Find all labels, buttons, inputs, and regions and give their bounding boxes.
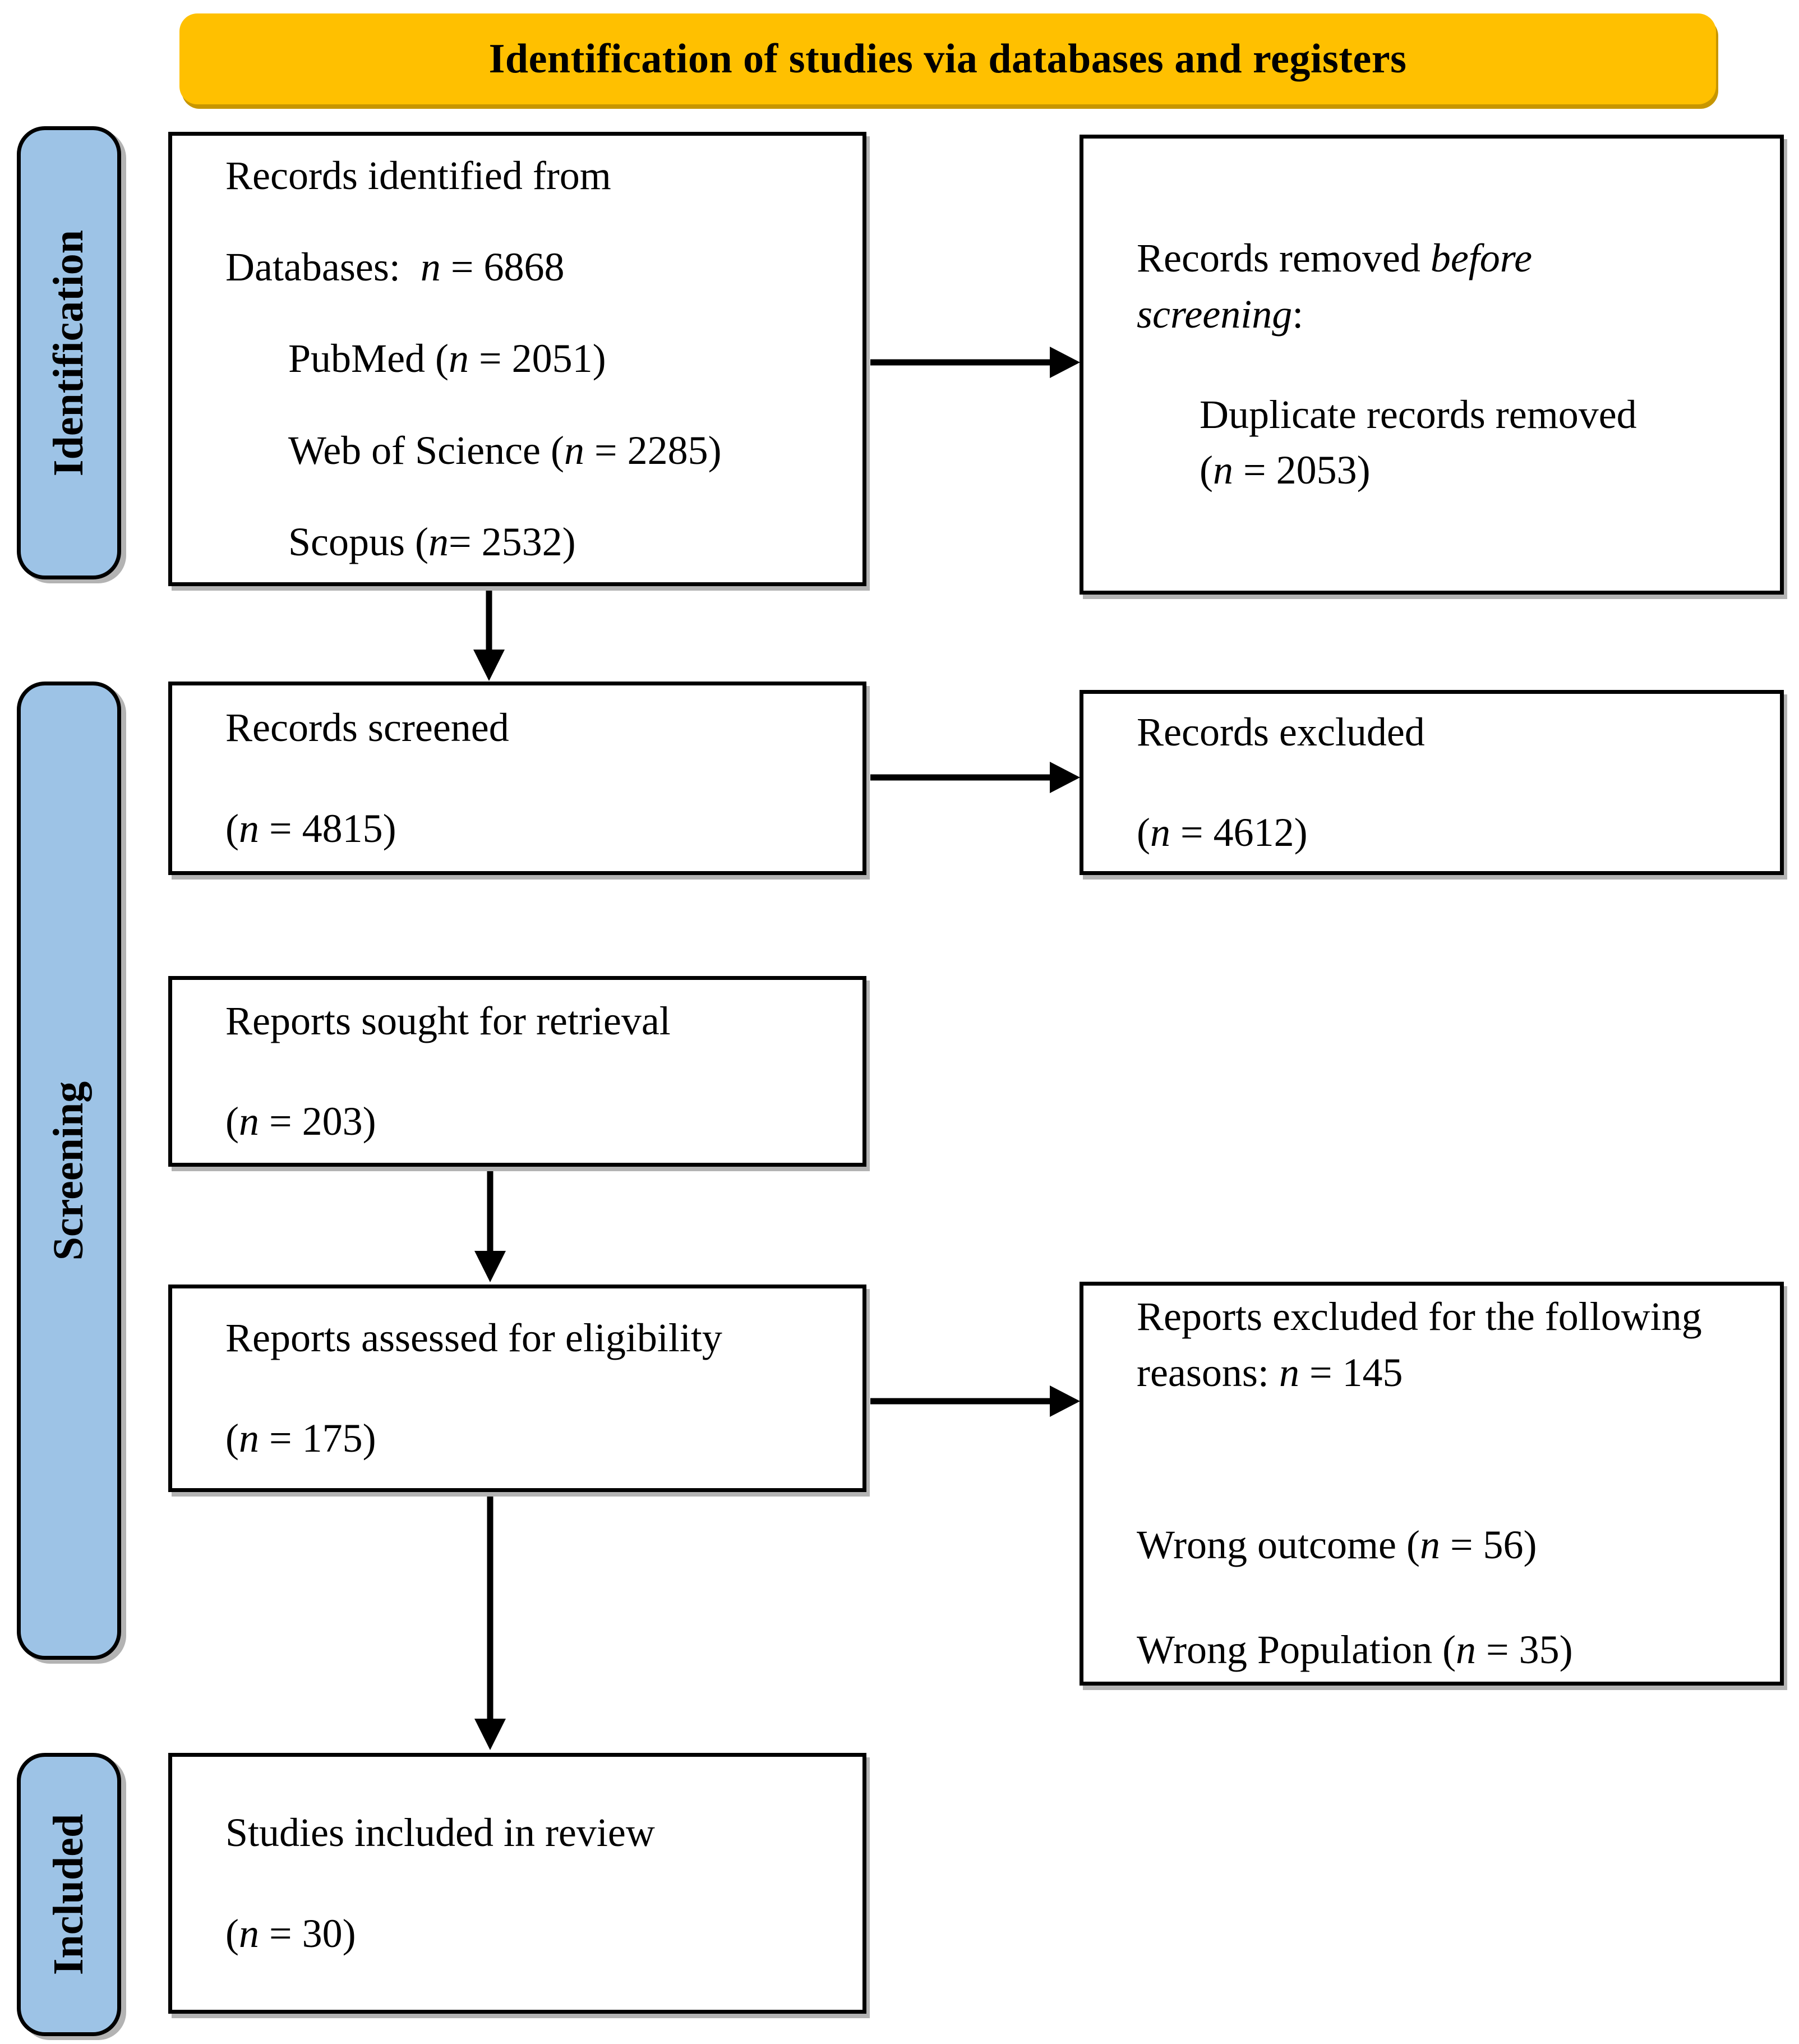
arrow-screened-to-excluded	[870, 762, 1080, 793]
stage-label-identification: Identification	[17, 126, 121, 579]
arrow-identified-to-removed	[870, 347, 1080, 378]
text-line: Wrong Population (n = 35)	[1137, 1627, 1573, 1673]
box-reports-sought-for-retrieval: Reports sought for retrieval (n = 203)	[168, 976, 866, 1167]
stage-label-included-text: Included	[45, 1813, 93, 1976]
text-line: Wrong outcome (n = 56)	[1137, 1522, 1537, 1567]
box-studies-included-in-review: Studies included in review (n = 30)	[168, 1753, 866, 2014]
text-line: (n = 4815)	[225, 805, 396, 851]
stage-label-screening: Screening	[17, 682, 121, 1660]
arrow-assessed-to-included	[474, 1492, 506, 1750]
text-line: Reports excluded for the following reaso…	[1137, 1294, 1702, 1395]
text-line: (n = 4612)	[1137, 810, 1308, 855]
text-line: Reports sought for retrieval	[225, 998, 671, 1043]
stage-label-identification-text: Identification	[45, 229, 93, 476]
arrow-identified-to-screened	[473, 589, 505, 681]
text-line: (n = 175)	[225, 1416, 376, 1461]
text-line: Databases: n = 6868	[225, 244, 565, 289]
text-line: Records screened	[225, 705, 509, 751]
header-banner: Identification of studies via databases …	[179, 13, 1716, 104]
text-line: Reports assessed for eligibility	[225, 1315, 722, 1360]
box-reports-excluded-reasons: Reports excluded for the following reaso…	[1080, 1282, 1784, 1686]
box-records-removed-before-screening: Records removed before screening: Duplica…	[1080, 135, 1784, 595]
text-line: Scopus (n= 2532)	[288, 519, 576, 565]
stage-label-included: Included	[17, 1753, 121, 2036]
box-reports-assessed-for-eligibility: Reports assessed for eligibility (n = 175…	[168, 1285, 866, 1492]
arrow-assessed-to-reports-excluded	[870, 1385, 1080, 1417]
text-line: PubMed (n = 2051)	[288, 336, 606, 381]
stage-label-screening-text: Screening	[45, 1081, 93, 1260]
arrow-sought-to-assessed	[474, 1167, 506, 1282]
text-line: Records removed before screening:	[1137, 236, 1533, 337]
text-line: Records identified from	[225, 153, 611, 198]
box-records-screened: Records screened (n = 4815)	[168, 682, 866, 875]
box-records-excluded: Records excluded (n = 4612)	[1080, 690, 1784, 875]
text-line: Web of Science (n = 2285)	[288, 427, 722, 473]
text-line: Records excluded	[1137, 709, 1425, 754]
header-banner-label: Identification of studies via databases …	[488, 35, 1407, 82]
text-line: Duplicate records removed (n = 2053)	[1200, 392, 1637, 493]
text-line: (n = 30)	[225, 1911, 356, 1956]
text-line: (n = 203)	[225, 1099, 376, 1144]
text-line: Studies included in review	[225, 1810, 655, 1856]
